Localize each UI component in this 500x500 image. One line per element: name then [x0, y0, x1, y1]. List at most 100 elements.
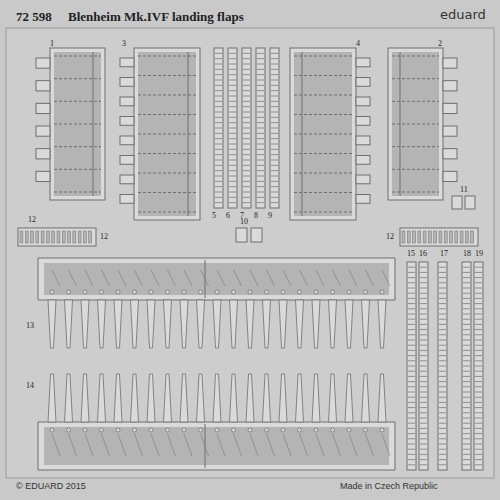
rib-line: [151, 270, 159, 286]
strip-rung: [408, 360, 415, 361]
strip-rung: [475, 319, 482, 320]
strip-rung: [408, 438, 415, 439]
strip-rung: [257, 117, 264, 118]
strip-rung: [439, 402, 446, 403]
strip-rung: [439, 407, 446, 408]
rib-line: [392, 101, 439, 102]
strip-rung: [243, 165, 250, 166]
hinge-tab: [356, 78, 370, 87]
rib-line: [294, 56, 352, 57]
strip-rung: [408, 444, 415, 445]
strip-rung: [420, 324, 427, 325]
callout-number: 9: [268, 212, 272, 220]
sheet-text: © EDUARD 2015: [16, 482, 86, 491]
comb-strip: [18, 228, 96, 246]
callout-number: 18: [463, 250, 471, 258]
strip-rung: [463, 397, 470, 398]
strip-rung: [243, 128, 250, 129]
rib-line: [294, 153, 352, 154]
flap-rib-tooth: [378, 300, 386, 348]
strip-rung: [215, 74, 222, 75]
strip-rung: [271, 128, 278, 129]
strip-rung: [257, 85, 264, 86]
strip-rung: [271, 106, 278, 107]
strip-rung: [475, 350, 482, 351]
comb-slot: [25, 231, 28, 243]
rivet-hole: [83, 428, 87, 432]
strip-rung: [475, 267, 482, 268]
comb-slot: [83, 231, 86, 243]
hinge-tab: [36, 126, 50, 136]
rivet-hole: [182, 290, 186, 294]
spar-line: [188, 52, 189, 216]
comb-slot: [36, 231, 39, 243]
strip-rung: [408, 308, 415, 309]
strip-rung: [271, 181, 278, 182]
flap-rib-tooth: [213, 374, 221, 422]
hinge-tab: [36, 58, 50, 68]
rib-line: [294, 134, 352, 135]
strip-rung: [229, 170, 236, 171]
rivet-hole: [215, 428, 219, 432]
hinge-tab: [443, 81, 457, 91]
strip-rung: [229, 58, 236, 59]
strip-rung: [439, 449, 446, 450]
strip-rung: [420, 298, 427, 299]
strip-rung: [475, 454, 482, 455]
strip-rung: [439, 433, 446, 434]
callout-number: 14: [26, 382, 34, 390]
strip-rung: [408, 272, 415, 273]
rib-line: [54, 101, 101, 102]
flap-rib-tooth: [131, 374, 139, 422]
strip-rung: [420, 433, 427, 434]
strip-rung: [420, 418, 427, 419]
comb-slot: [407, 231, 410, 243]
strip-rung: [420, 438, 427, 439]
callout-number: 5: [212, 212, 216, 220]
strip-rung: [271, 133, 278, 134]
rib-line: [300, 434, 308, 456]
strip-rung: [257, 176, 264, 177]
rivet-hole: [100, 428, 104, 432]
comb-slot: [46, 231, 49, 243]
rib-line: [250, 434, 258, 456]
strip-rung: [257, 154, 264, 155]
flap-rib-tooth: [296, 374, 304, 422]
strip-rung: [215, 202, 222, 203]
strip-rung: [229, 106, 236, 107]
flap-panel: [388, 48, 443, 200]
strip-rung: [271, 176, 278, 177]
strip-rung: [215, 186, 222, 187]
strip-rung: [229, 160, 236, 161]
strip-rung: [408, 433, 415, 434]
strip-rung: [215, 96, 222, 97]
strip-rung: [243, 117, 250, 118]
strip-rung: [463, 402, 470, 403]
strip-rung: [243, 138, 250, 139]
comb-slot: [41, 231, 44, 243]
comb-slot: [450, 231, 453, 243]
comb-slot: [73, 231, 76, 243]
strip-rung: [475, 345, 482, 346]
strip-rung: [408, 392, 415, 393]
hinge-tab: [443, 103, 457, 113]
strip-rung: [475, 376, 482, 377]
strip-rung: [439, 386, 446, 387]
strip-rung: [229, 154, 236, 155]
strip-rung: [215, 64, 222, 65]
strip-rung: [475, 314, 482, 315]
strip-rung: [271, 90, 278, 91]
strip-rung: [475, 303, 482, 304]
spar-line: [302, 52, 303, 216]
strip-rung: [463, 371, 470, 372]
strip-rung: [271, 117, 278, 118]
rivet-hole: [50, 428, 54, 432]
strip-rung: [463, 319, 470, 320]
strip-rung: [439, 314, 446, 315]
comb-slot: [52, 231, 55, 243]
rivet-hole: [67, 428, 71, 432]
rib-line: [267, 434, 275, 456]
flap-etch: [44, 427, 389, 465]
strip-rung: [271, 138, 278, 139]
small-tab: [452, 196, 462, 209]
